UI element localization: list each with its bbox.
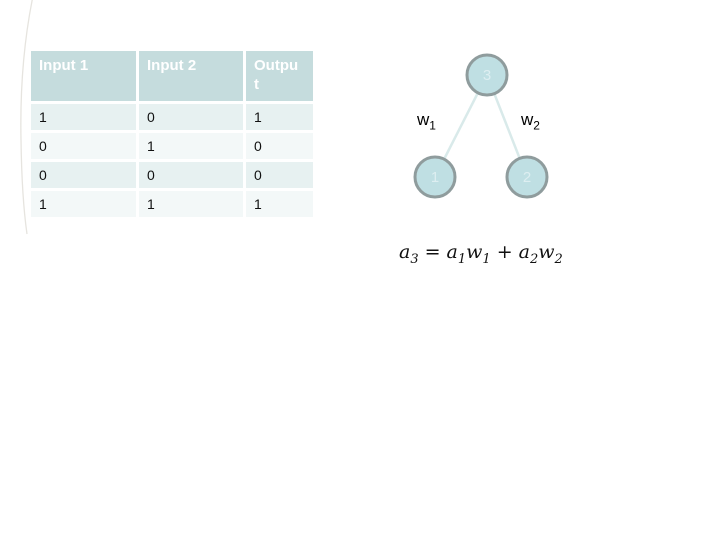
table-cell: 1 [139,191,243,217]
formula-lhs-sub: 3 [410,251,419,267]
table-cell: 0 [246,133,313,159]
table-cell: 0 [31,162,136,188]
formula-term4-sub: 2 [554,251,563,267]
edge-label-w2-base: w [521,110,534,129]
formula-term3-sub: 2 [529,251,539,267]
formula-term2-base: w [466,241,483,263]
node-1-label: 1 [431,169,439,186]
table-header-input2: Input 2 [139,51,243,101]
table-header-row: Input 1 Input 2 Output [31,51,313,101]
table-header-output: Output [246,51,313,101]
table-row: 1 0 1 [31,104,313,130]
formula-term1-base: a [446,241,458,263]
node-2-circle [505,155,549,199]
node-2-label: 2 [523,169,531,186]
node-1-circle [413,155,457,199]
node-3-label: 3 [483,67,491,84]
truth-table-container: Input 1 Input 2 Output 1 0 1 0 1 0 0 0 0 [28,48,316,220]
table-cell: 1 [246,191,313,217]
table-cell: 1 [246,104,313,130]
table-cell: 1 [139,133,243,159]
edge-label-w2: w2 [521,110,540,133]
edge-label-w2-sub: 2 [533,118,540,133]
truth-table: Input 1 Input 2 Output 1 0 1 0 1 0 0 0 0 [28,48,316,220]
network-diagram-svg: 3 1 2 [413,53,549,199]
formula-term4-base: w [538,241,555,263]
edge-label-w1-base: w [417,110,430,129]
table-cell: 0 [139,162,243,188]
formula-lhs-base: a [399,241,411,263]
table-cell: 0 [139,104,243,130]
table-header-input1: Input 1 [31,51,136,101]
formula-term3-base: a [518,241,530,263]
table-cell: 0 [246,162,313,188]
table-cell: 0 [31,133,136,159]
table-cell: 1 [31,191,136,217]
formula-term2-sub: 1 [482,251,491,267]
table-cell: 1 [31,104,136,130]
edge-label-w1: w1 [417,110,436,133]
table-row: 0 0 0 [31,162,313,188]
formula-plus: + [496,241,513,263]
weighted-sum-formula: a3=a1w1+a2w2 [399,241,563,266]
formula-equals: = [424,241,441,263]
node-3-circle [465,53,509,97]
network-diagram: 3 1 2 w1 w2 [390,40,570,220]
table-row: 0 1 0 [31,133,313,159]
formula-term1-sub: 1 [457,251,467,267]
edge-label-w1-sub: 1 [429,118,436,133]
table-row: 1 1 1 [31,191,313,217]
